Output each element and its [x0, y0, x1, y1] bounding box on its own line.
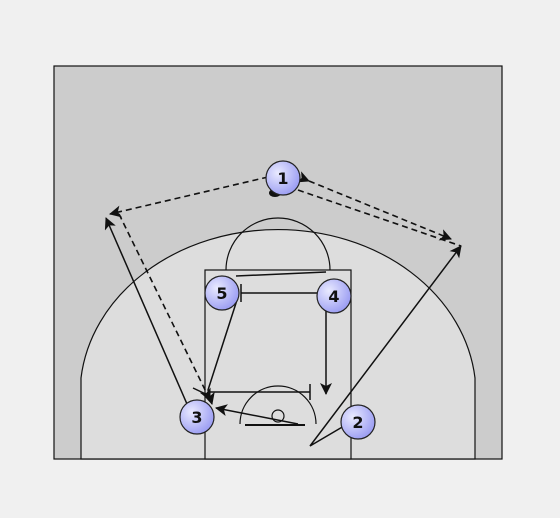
pass-1-to-right-wing	[296, 171, 452, 241]
screen-low-post-start	[192, 387, 213, 398]
cut-3-to-left-wing	[104, 217, 188, 405]
players-layer: 1 2 3 4 5	[179, 160, 376, 440]
player-5-label: 5	[216, 284, 227, 303]
basket-rim	[271, 409, 285, 423]
player-5[interactable]: 5	[204, 275, 240, 311]
player-1[interactable]: 1	[265, 160, 301, 196]
pass-left-wing-to-3	[118, 213, 211, 401]
pass-1-to-right-wing-2	[297, 189, 462, 247]
player-2[interactable]: 2	[340, 404, 376, 440]
cut-5-to-corner	[203, 299, 238, 405]
player-1-label: 1	[277, 169, 288, 188]
free-throw-circle	[225, 217, 331, 271]
player-3[interactable]: 3	[179, 399, 215, 435]
player-3-label: 3	[191, 408, 202, 427]
player-4[interactable]: 4	[316, 278, 352, 314]
restricted-area	[239, 385, 317, 425]
cut-5-to-block	[215, 404, 299, 425]
player-2-label: 2	[352, 413, 363, 432]
pass-1-to-left-wing	[109, 176, 269, 218]
cut-4-to-free-throw	[235, 271, 327, 277]
player-4-label: 4	[328, 287, 339, 306]
cut-2-to-right-wing	[309, 245, 462, 447]
